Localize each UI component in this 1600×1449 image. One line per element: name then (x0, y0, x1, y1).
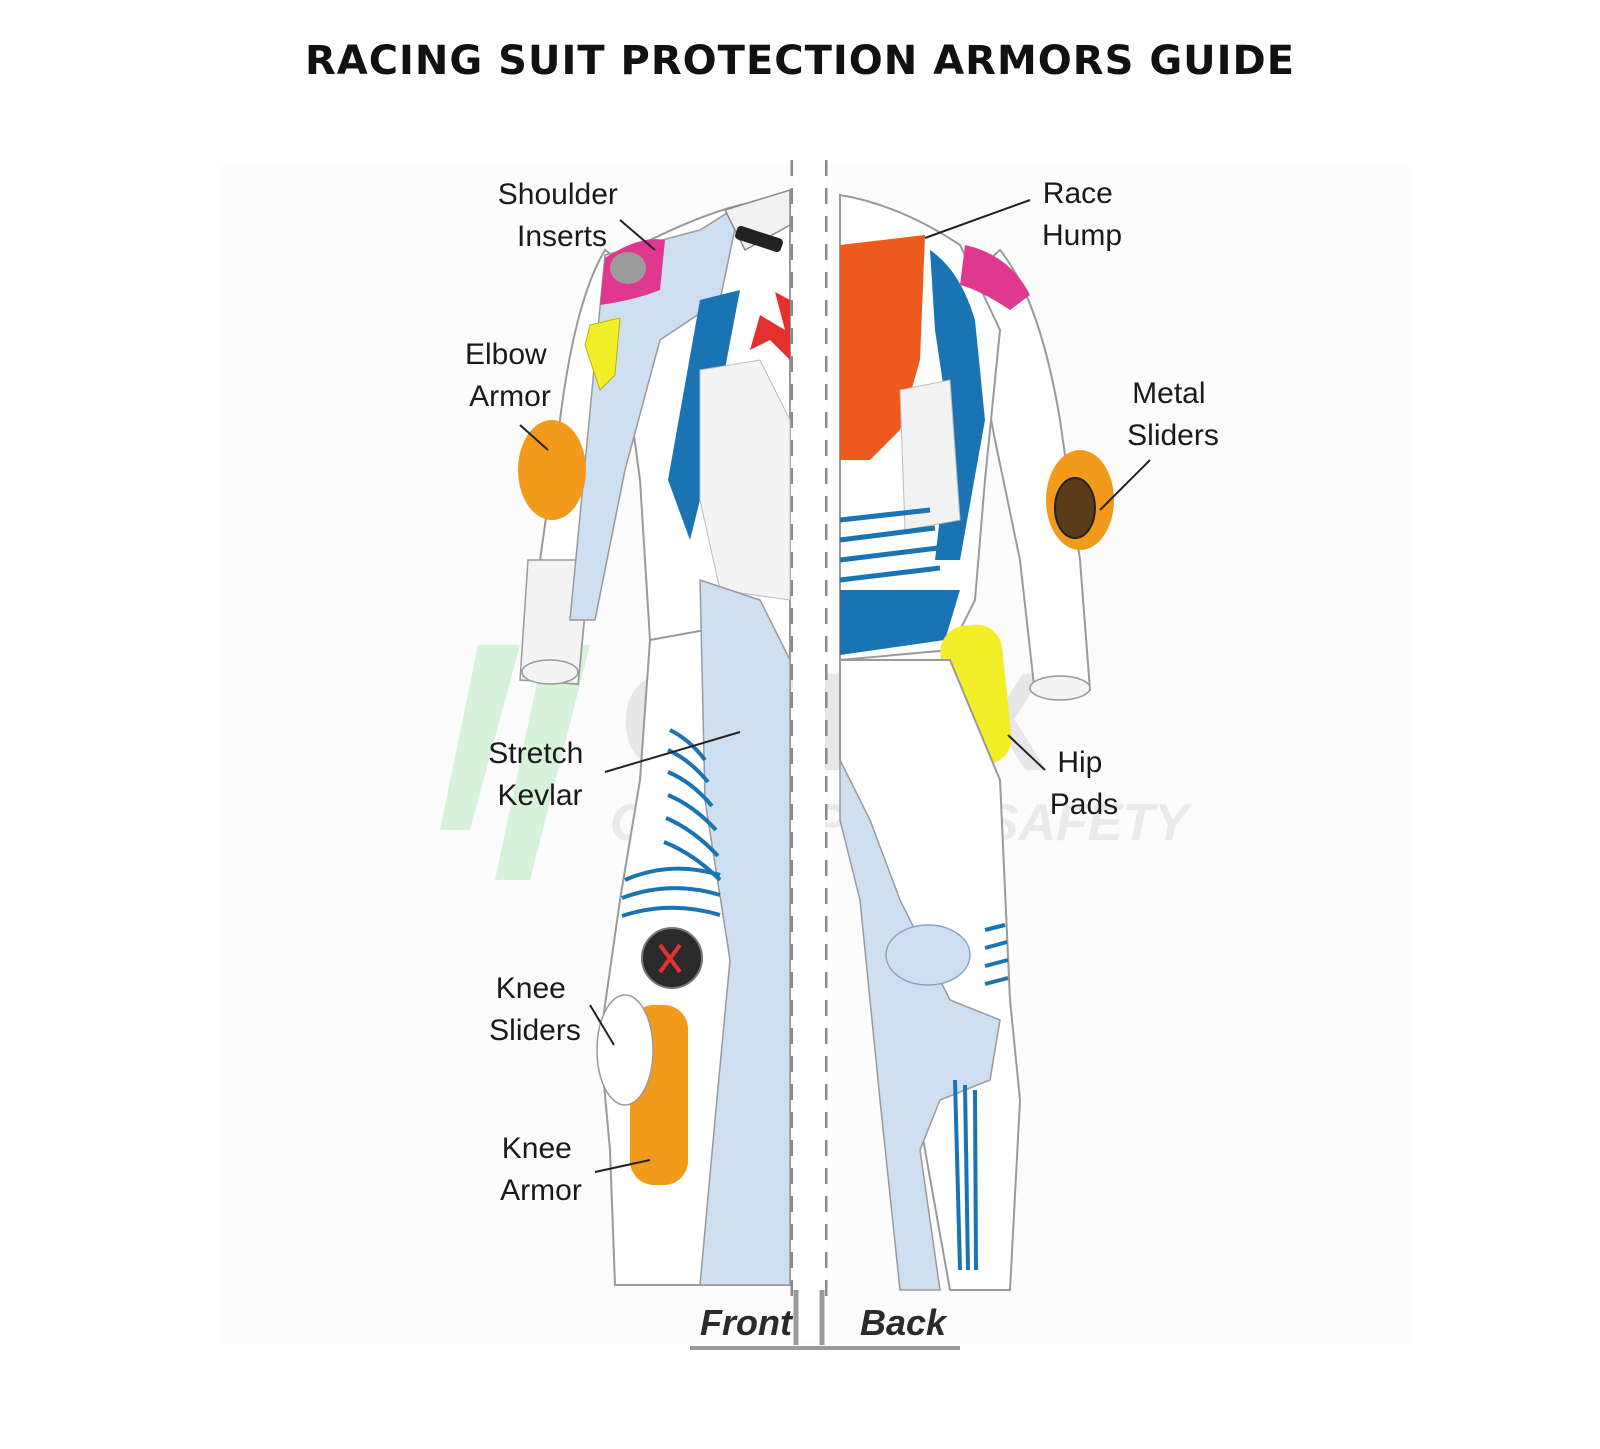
leader-lines (519, 199, 1151, 1173)
back-lower-stripes (839, 507, 941, 583)
leader-hip-pads (1007, 734, 1046, 771)
front-chest-mesh (699, 359, 791, 601)
front-suit (518, 188, 791, 1286)
front-light-blue-panel (569, 203, 742, 621)
leader-knee-sliders (589, 1004, 615, 1046)
back-mesh-panel (899, 379, 961, 531)
callout-metal-sliders: Metal Sliders (1127, 377, 1219, 452)
callout-stretch-kevlar: Stretch Kevlar (488, 737, 591, 812)
back-shoulder-insert (960, 245, 1030, 310)
back-knee-pad (885, 924, 971, 986)
leader-shoulder (619, 219, 656, 251)
leader-stretch-kevlar (604, 731, 741, 773)
metal-slider (1054, 477, 1096, 539)
callout-knee-armor: Knee Armor (500, 1132, 582, 1207)
leader-metal-sliders (1099, 459, 1151, 511)
center-divider (690, 160, 960, 1350)
leader-race-hump (924, 199, 1031, 239)
back-blue-belt (840, 590, 960, 655)
callout-race-hump: Race Hump (1042, 177, 1122, 252)
front-cuff (521, 659, 579, 685)
callout-hip-pads: Hip Pads (1050, 746, 1118, 821)
page-title: RACING SUIT PROTECTION ARMORS GUIDE (304, 38, 1296, 84)
back-cuff (1029, 675, 1091, 701)
front-view-label: Front (700, 1302, 794, 1343)
watermark-slash (495, 645, 590, 880)
front-shoulder-cap (610, 252, 646, 284)
leader-elbow (519, 424, 549, 451)
watermark-slash (440, 645, 520, 830)
elbow-armor (518, 420, 586, 520)
knee-pad-shell (596, 994, 654, 1106)
back-suit (839, 193, 1114, 1291)
callout-shoulder-inserts: Shoulder Inserts (498, 178, 626, 253)
knee-slider-logo (658, 943, 682, 974)
collar-badge (735, 225, 783, 253)
leader-knee-armor (594, 1159, 651, 1173)
front-elbow-yellow (584, 317, 621, 391)
callout-knee-sliders: Knee Sliders (489, 972, 581, 1047)
back-blue-stripe (930, 250, 985, 560)
back-leg-blue-panel (839, 759, 1001, 1291)
back-view-label: Back (860, 1302, 948, 1343)
back-calf-stripes (953, 923, 1009, 1271)
front-logo-star (750, 292, 790, 360)
callout-elbow-armor: Elbow Armor (465, 338, 555, 413)
